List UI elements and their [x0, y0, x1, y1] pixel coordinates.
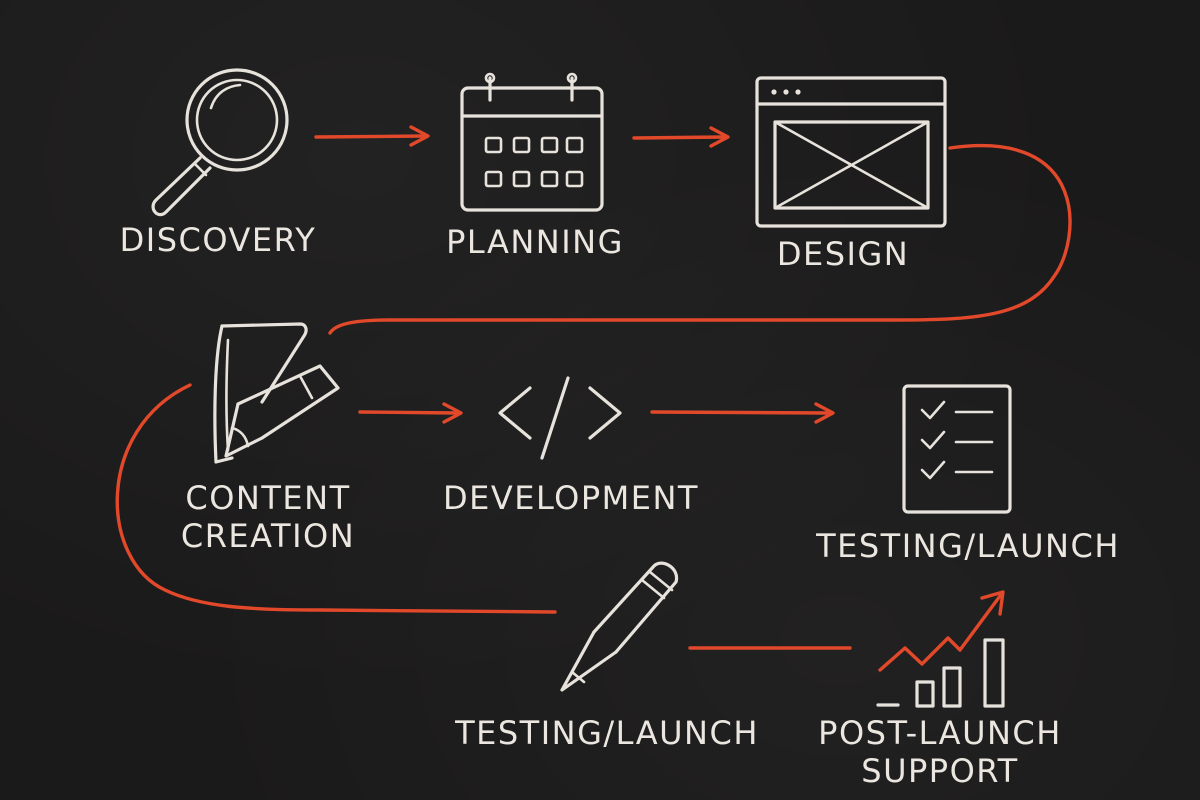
connector-content-creation-loop	[115, 383, 557, 614]
step-label-testing-launch-2: TESTING/LAUNCH	[455, 714, 759, 752]
connector-content-development	[358, 402, 463, 424]
step-label-development: DEVELOPMENT	[443, 479, 699, 517]
step-label-post-launch-support: POST-LAUNCH SUPPORT	[818, 714, 1062, 790]
magnifying-glass-icon	[151, 68, 289, 217]
step-label-planning: PLANNING	[446, 223, 624, 261]
code-brackets-icon	[498, 376, 622, 460]
connector-discovery-planning	[314, 125, 430, 147]
wireframe-browser-icon	[755, 76, 947, 228]
growth-chart-icon	[876, 590, 1005, 708]
calendar-icon	[460, 72, 604, 212]
step-label-design: DESIGN	[776, 235, 910, 273]
step-label-discovery: DISCOVERY	[119, 221, 317, 259]
pencil-icon	[560, 561, 679, 692]
connector-development-testing	[650, 402, 835, 424]
step-label-testing-launch-1: TESTING/LAUNCH	[816, 527, 1120, 565]
checklist-icon	[902, 384, 1012, 514]
step-label-content-creation: CONTENT CREATION	[180, 479, 356, 555]
connector-planning-design	[632, 126, 730, 148]
connector-design-content-creation	[328, 144, 1072, 335]
document-pen-icon	[213, 322, 340, 464]
